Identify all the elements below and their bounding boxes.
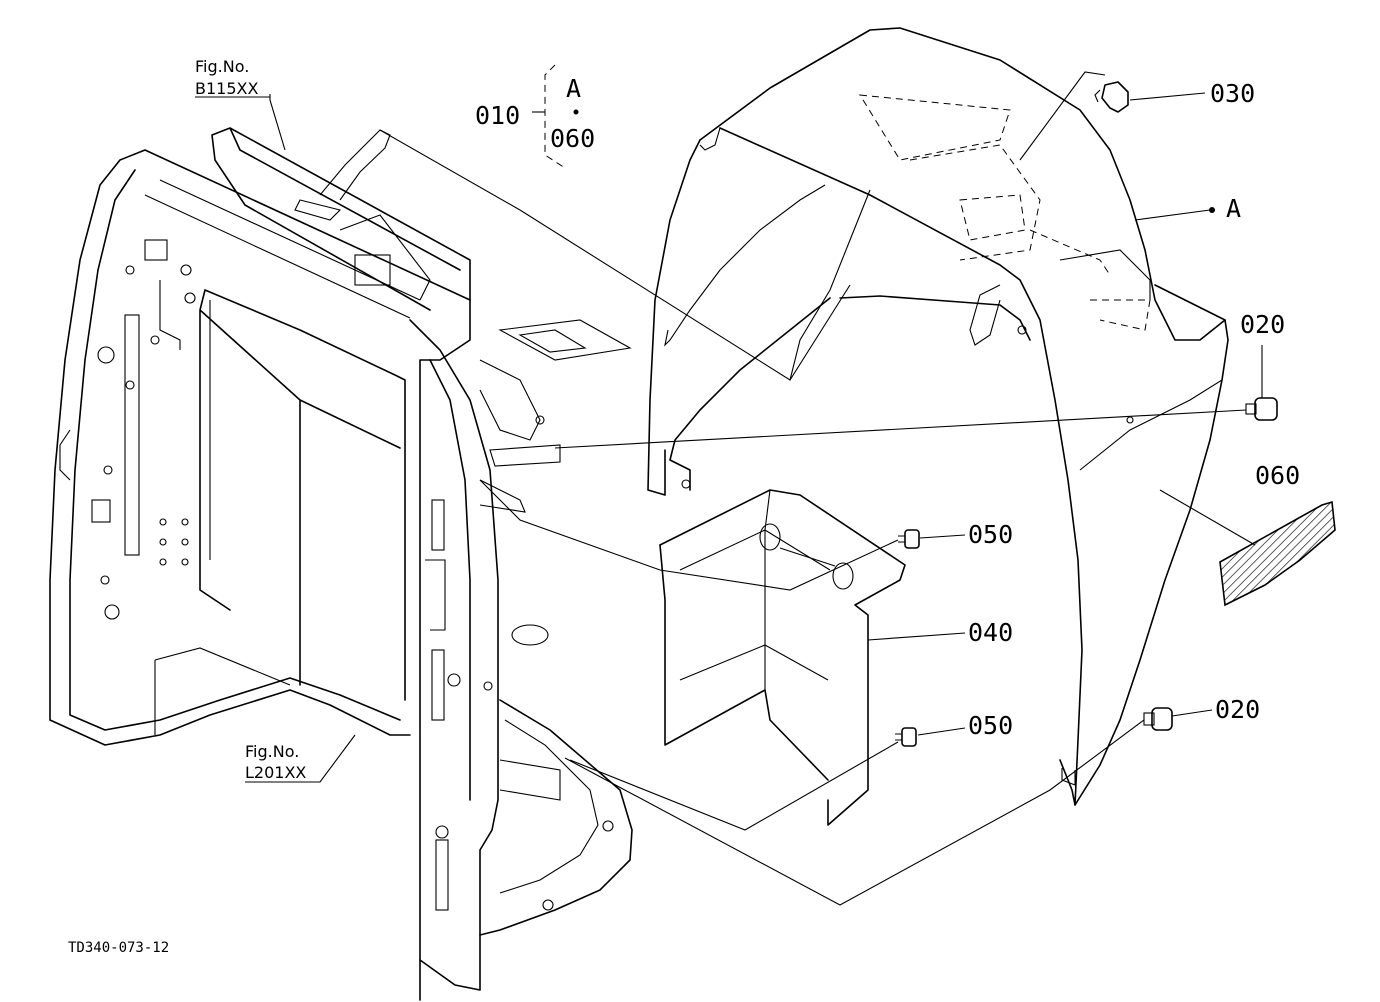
- callout-label-a: A: [1226, 194, 1241, 223]
- part-label-040: 040: [968, 618, 1013, 647]
- part-label-010: 010: [475, 101, 520, 130]
- part-label-060: 060: [1255, 461, 1300, 490]
- fig-ref-title-lower: Fig.No.: [245, 742, 299, 761]
- group-bracket-010: [532, 64, 579, 169]
- part-label-030: 030: [1210, 79, 1255, 108]
- part-label-020-lower: 020: [1215, 695, 1260, 724]
- decal-060: [1219, 500, 1336, 607]
- bracket-040: [659, 489, 906, 826]
- bolt-030-icon: [1094, 81, 1129, 113]
- bolt-050-lower-icon: [895, 727, 917, 747]
- bolt-020-lower-icon: [1143, 707, 1173, 731]
- fig-ref-title-upper: Fig.No.: [195, 57, 249, 76]
- hood-cover-part: [647, 27, 1229, 806]
- fig-ref-code-upper: B115XX: [195, 79, 258, 98]
- bolt-020-upper-icon: [1245, 397, 1278, 421]
- part-label-050-upper: 050: [968, 520, 1013, 549]
- part-label-050-lower: 050: [968, 711, 1013, 740]
- frame-assembly: [49, 127, 633, 1001]
- leader-lines: [195, 71, 1263, 906]
- bracket-label-a: A: [566, 74, 581, 103]
- part-label-020-upper: 020: [1240, 310, 1285, 339]
- drawing-code: TD340-073-12: [68, 940, 169, 956]
- fig-ref-code-lower: L201XX: [245, 763, 306, 782]
- bolt-050-upper-icon: [898, 529, 920, 549]
- bracket-label-060: 060: [550, 124, 595, 153]
